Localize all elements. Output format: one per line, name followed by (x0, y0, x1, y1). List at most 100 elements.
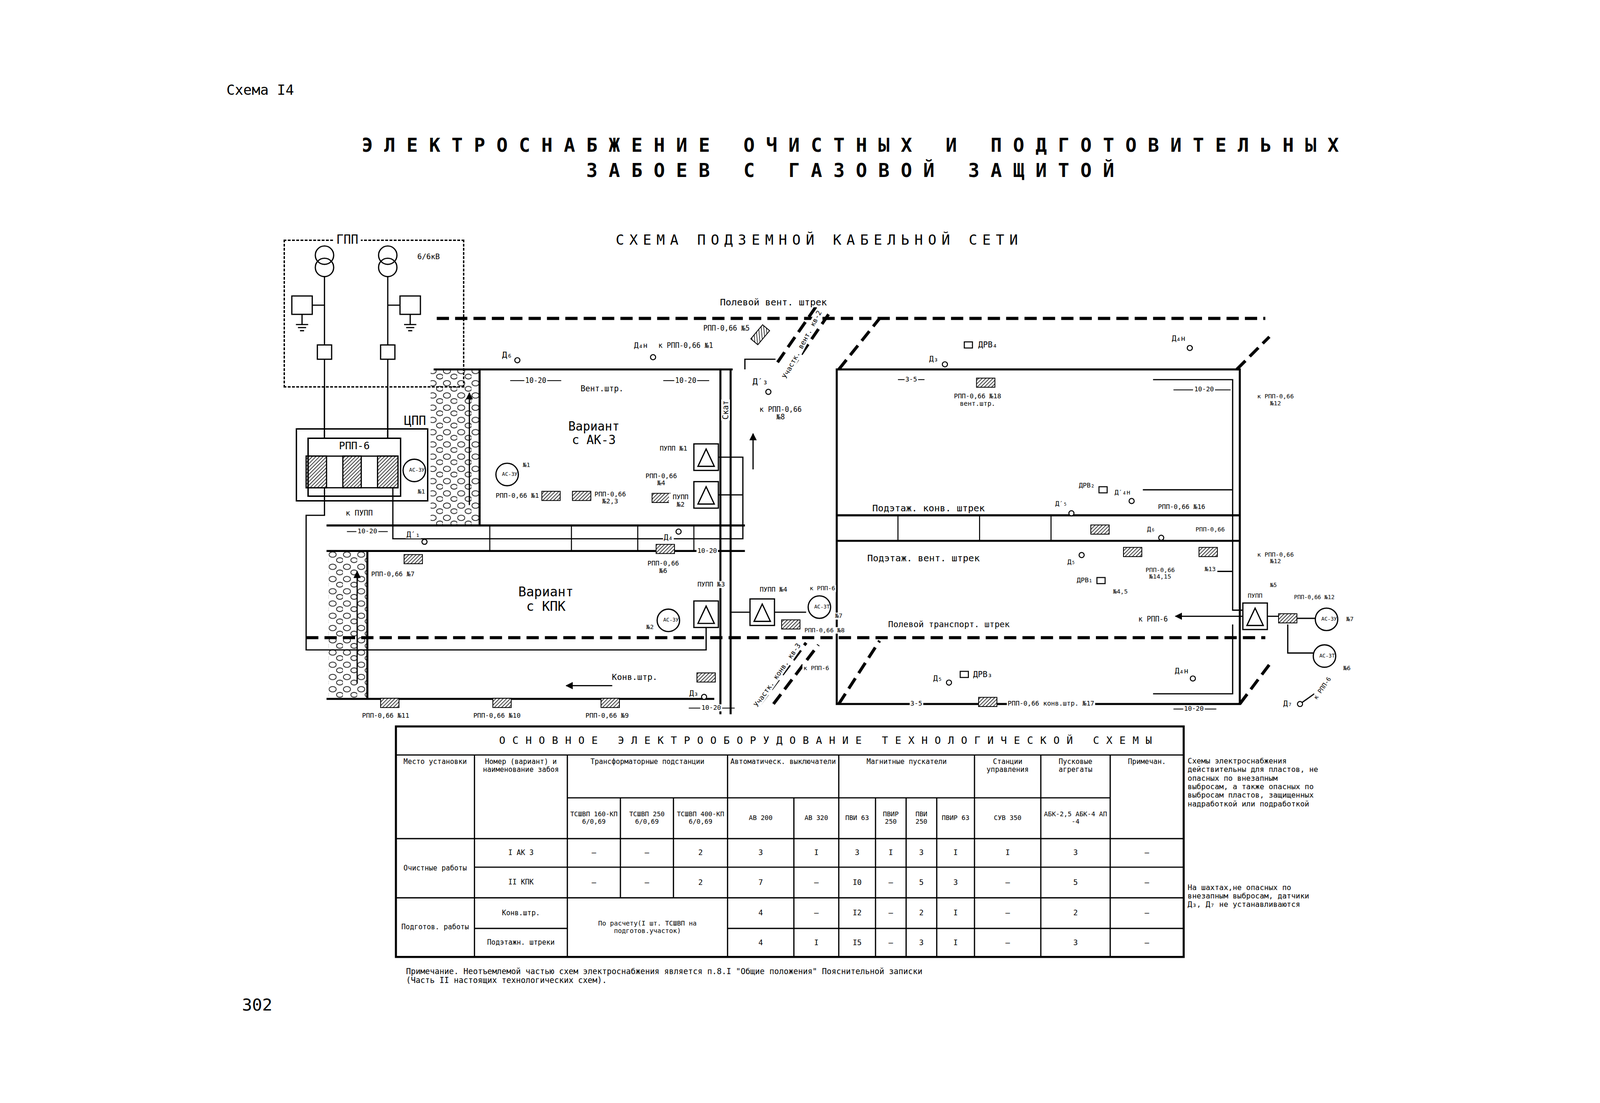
callout-label: 10-20 (674, 376, 697, 385)
distribution-point (380, 324, 1298, 708)
rubble-goaf (430, 369, 480, 526)
distribution-point (1199, 547, 1218, 557)
callout-label: №7 (834, 612, 844, 620)
callout-label: к РПП-6 (808, 585, 837, 592)
gas-sensor (701, 694, 707, 700)
table-cell: I (938, 930, 974, 956)
switchgear-box: РПП-6 (307, 437, 402, 498)
table-cell: – (876, 899, 905, 928)
callout-label: АС-3У (501, 471, 514, 478)
callout-label: ПУПП (1246, 592, 1264, 599)
table-cell: I0 (840, 868, 875, 897)
callout-label: Д′₄н (1113, 489, 1132, 497)
table-cell: 7 (728, 868, 793, 897)
direction-arrow (357, 392, 1244, 686)
callout-label: 302 (241, 995, 274, 1015)
table-cell: – (795, 899, 838, 928)
callout-label: №2 (645, 624, 655, 631)
gas-sensor (1129, 498, 1135, 504)
cable (392, 457, 743, 540)
gas-monitor-circle (496, 463, 519, 486)
callout-label: РПП-0,66 (1194, 526, 1226, 534)
table-cell: ПВИ 250 (907, 799, 936, 838)
gas-monitor-circle (403, 459, 1338, 668)
callout-label: Д′₁ (405, 530, 421, 540)
table-cell: Автоматическ. выключатели (728, 756, 838, 797)
transformer-substation (693, 601, 719, 628)
callout-label: Д₃ (688, 689, 700, 699)
direction-arrow (468, 392, 470, 505)
callout-label: 10-20 (696, 547, 719, 555)
table-cell: 3 (938, 868, 974, 897)
table-cell: – (1111, 899, 1183, 928)
callout-label: РПП-0,66 №4 (642, 472, 680, 487)
direction-arrow (356, 571, 358, 684)
distribution-point (976, 378, 995, 388)
callout-label: 3-5 (909, 700, 924, 708)
rail-tick (489, 515, 1051, 551)
table-cell: 3 (1042, 840, 1110, 867)
callout-label: РПП-0,66 №8 (803, 627, 846, 634)
table-cell: ПВИ 63 (840, 799, 875, 838)
callout-label: №7 (1345, 616, 1355, 623)
table-grid (396, 726, 1184, 958)
callout-label: к РПП-6 (1137, 615, 1169, 624)
table-cell: I (938, 899, 974, 928)
substation-equipment (378, 258, 397, 277)
callout-label: Вариант с АК-3 (563, 420, 625, 448)
note-text: Примечание. Неотъемлемой частью схем эле… (405, 967, 943, 986)
table-cell: ТСШВП 160-КП 6/0,69 (568, 799, 619, 838)
direction-arrow (1175, 615, 1243, 618)
substation-equipment (312, 304, 400, 306)
callout-label: РПП-0,66 №18 вент.штр. (952, 392, 1004, 408)
table-cell: – (1111, 930, 1183, 956)
shotfiring-lamp (1096, 577, 1105, 584)
transformer-substation (697, 448, 715, 467)
node-label: ЦПП (403, 414, 427, 428)
table-cell: Очистные работы (397, 840, 474, 897)
gas-sensor (514, 357, 520, 363)
callout-label: АС-3Т (1318, 653, 1331, 659)
gas-sensor (650, 354, 656, 360)
page-title: ЭЛЕКТРОСНАБЖЕНИЕ ОЧИСТНЫХ И ПОДГОТОВИТЕЛ… (341, 132, 1370, 184)
table-cell: – (975, 930, 1040, 956)
callout-label: ДРВ₃ (972, 669, 994, 679)
direction-arrow (752, 433, 754, 470)
callout-label: Д₄ (662, 533, 674, 542)
callout-label: к РПП-0,66 №12 (1253, 551, 1298, 566)
table-cell: – (621, 840, 673, 867)
gas-sensor (421, 539, 427, 545)
callout-label: РПП-0,66 №14,15 (1141, 566, 1180, 581)
substation-equipment (291, 296, 313, 315)
callout-label: 10-20 (1193, 386, 1215, 394)
transformer-substation (749, 599, 775, 626)
substation-equipment (324, 276, 388, 388)
gas-sensor (1187, 345, 1193, 351)
gas-sensor (946, 680, 952, 686)
callout-label: №13 (1203, 566, 1217, 573)
table-cell: По расчету(I шт. ТСШВП на подготов.участ… (568, 899, 726, 956)
cable (1142, 379, 1316, 695)
field-drift (305, 306, 1271, 705)
table-cell: 5 (907, 868, 936, 897)
callout-label: АС-3Т (813, 604, 826, 611)
gas-sensor (1297, 701, 1303, 707)
distribution-point (656, 544, 675, 555)
table-cell: АБК-2,5 АБК-4 АП -4 (1042, 799, 1110, 838)
cable-line (386, 387, 389, 438)
table-cell: – (1111, 840, 1183, 867)
dimension-line (347, 379, 1231, 710)
substation-equipment (305, 456, 399, 489)
gas-sensor (675, 529, 682, 535)
table-grid (474, 755, 1111, 958)
table-cell: I АК 3 (476, 840, 567, 867)
transformer-substation (693, 444, 1268, 631)
callout-label: к РПП-0,66 №1 (657, 341, 714, 350)
distribution-point (781, 619, 800, 630)
cable (305, 359, 1316, 704)
gas-sensor (1190, 675, 1196, 682)
callout-label: к РПП-6 (802, 665, 831, 672)
gas-sensor (1079, 552, 1085, 558)
callout-label: Полевой транспорт. штрек (887, 619, 1011, 630)
table-cell: – (621, 868, 673, 897)
